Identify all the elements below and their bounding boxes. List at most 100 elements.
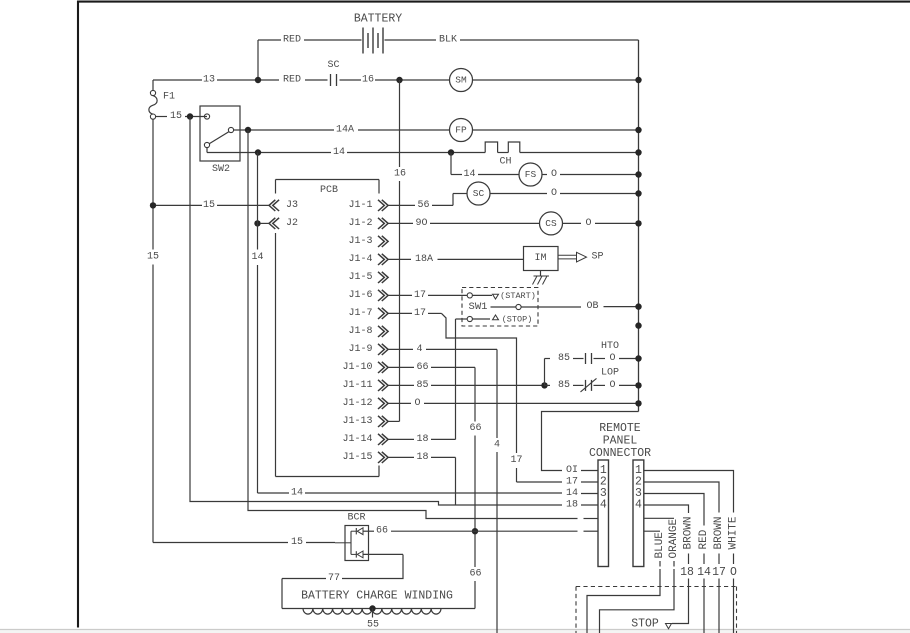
- svg-text:17: 17: [414, 290, 426, 301]
- svg-text:O: O: [551, 188, 557, 199]
- svg-text:BROWN: BROWN: [713, 516, 725, 549]
- svg-text:55: 55: [367, 620, 379, 631]
- svg-text:85: 85: [558, 353, 570, 364]
- svg-text:4: 4: [416, 344, 422, 355]
- svg-text:J1-15: J1-15: [342, 452, 372, 463]
- svg-text:BCR: BCR: [347, 513, 365, 524]
- svg-text:J1-12: J1-12: [342, 398, 372, 409]
- svg-text:15: 15: [147, 252, 159, 263]
- svg-text:1: 1: [600, 464, 607, 477]
- svg-text:J1-9: J1-9: [348, 344, 372, 355]
- svg-text:BATTERY CHARGE WINDING: BATTERY CHARGE WINDING: [301, 590, 453, 603]
- svg-text:OI: OI: [566, 465, 578, 476]
- svg-text:1: 1: [635, 464, 642, 477]
- svg-text:O: O: [609, 353, 615, 364]
- svg-text:15: 15: [170, 111, 182, 122]
- svg-text:18: 18: [416, 452, 428, 463]
- svg-text:J1-7: J1-7: [348, 308, 372, 319]
- svg-text:J1-13: J1-13: [342, 416, 372, 427]
- svg-text:SC: SC: [327, 60, 339, 71]
- svg-text:3: 3: [600, 487, 607, 500]
- svg-text:BATTERY: BATTERY: [354, 13, 402, 26]
- svg-text:J3: J3: [286, 200, 298, 211]
- svg-text:17: 17: [566, 477, 578, 488]
- svg-text:17: 17: [414, 308, 426, 319]
- svg-text:85: 85: [416, 380, 428, 391]
- svg-text:17: 17: [510, 455, 522, 466]
- svg-text:SC: SC: [473, 188, 485, 199]
- svg-text:J1-11: J1-11: [342, 380, 372, 391]
- svg-text:14: 14: [566, 488, 578, 499]
- svg-text:J1-8: J1-8: [348, 326, 372, 337]
- svg-text:SP: SP: [591, 252, 603, 263]
- svg-text:FS: FS: [525, 169, 537, 180]
- svg-text:2: 2: [635, 476, 642, 489]
- svg-text:WHITE: WHITE: [728, 516, 740, 549]
- svg-text:14: 14: [463, 169, 475, 180]
- svg-text:18: 18: [416, 434, 428, 445]
- svg-text:4: 4: [635, 499, 642, 512]
- svg-text:17: 17: [712, 566, 726, 579]
- svg-text:13: 13: [203, 75, 215, 86]
- svg-text:J1-6: J1-6: [348, 290, 372, 301]
- svg-text:J1-3: J1-3: [348, 236, 372, 247]
- svg-text:J1-1: J1-1: [348, 200, 372, 211]
- svg-text:BLK: BLK: [439, 35, 457, 46]
- svg-text:HTO: HTO: [601, 341, 619, 352]
- svg-text:F1: F1: [163, 92, 175, 103]
- svg-text:16: 16: [362, 75, 374, 86]
- svg-text:56: 56: [417, 200, 429, 211]
- svg-text:SW1: SW1: [469, 301, 488, 313]
- svg-text:J1-5: J1-5: [348, 272, 372, 283]
- svg-text:2: 2: [600, 476, 607, 489]
- svg-text:O: O: [730, 566, 737, 579]
- svg-text:66: 66: [376, 526, 388, 537]
- svg-text:66: 66: [469, 569, 481, 580]
- svg-text:ORANGE: ORANGE: [668, 518, 680, 558]
- svg-text:18A: 18A: [415, 254, 433, 265]
- svg-text:66: 66: [469, 423, 481, 434]
- svg-text:15: 15: [203, 200, 215, 211]
- svg-text:14: 14: [697, 566, 711, 579]
- svg-text:J1-4: J1-4: [348, 254, 372, 265]
- svg-text:(STOP): (STOP): [502, 315, 533, 325]
- svg-text:4: 4: [600, 499, 607, 512]
- svg-text:J1-2: J1-2: [348, 218, 372, 229]
- svg-text:CH: CH: [499, 156, 511, 167]
- svg-text:O: O: [551, 169, 557, 180]
- svg-text:14: 14: [251, 252, 263, 263]
- svg-text:J1-14: J1-14: [342, 434, 372, 445]
- svg-text:IM: IM: [534, 253, 546, 264]
- svg-text:16: 16: [394, 169, 406, 180]
- svg-text:RED: RED: [283, 75, 301, 86]
- svg-text:LOP: LOP: [601, 368, 619, 379]
- svg-text:PCB: PCB: [320, 185, 338, 196]
- svg-text:J1-10: J1-10: [342, 362, 372, 373]
- svg-text:3: 3: [635, 487, 642, 500]
- svg-text:RED: RED: [698, 529, 710, 549]
- svg-text:(START): (START): [500, 291, 536, 301]
- svg-text:77: 77: [328, 573, 340, 584]
- svg-text:STOP: STOP: [631, 618, 659, 631]
- svg-text:14: 14: [333, 147, 345, 158]
- svg-text:O: O: [414, 398, 420, 409]
- svg-text:SW2: SW2: [212, 164, 230, 175]
- svg-text:FP: FP: [455, 125, 467, 136]
- svg-text:BLUE: BLUE: [654, 532, 666, 559]
- svg-text:4: 4: [494, 440, 500, 451]
- svg-text:CONNECTOR: CONNECTOR: [589, 447, 651, 460]
- svg-text:18: 18: [680, 566, 694, 579]
- svg-text:9O: 9O: [415, 218, 427, 229]
- svg-text:14A: 14A: [336, 125, 354, 136]
- svg-text:O: O: [585, 218, 591, 229]
- svg-text:BROWN: BROWN: [683, 516, 695, 549]
- svg-text:REMOTE: REMOTE: [599, 422, 641, 435]
- svg-text:PANEL: PANEL: [603, 435, 638, 448]
- svg-text:SM: SM: [455, 75, 467, 86]
- svg-text:15: 15: [291, 537, 303, 548]
- svg-text:CS: CS: [545, 218, 557, 229]
- svg-text:RED: RED: [283, 35, 301, 46]
- svg-text:O: O: [609, 380, 615, 391]
- svg-text:66: 66: [416, 362, 428, 373]
- svg-text:85: 85: [558, 380, 570, 391]
